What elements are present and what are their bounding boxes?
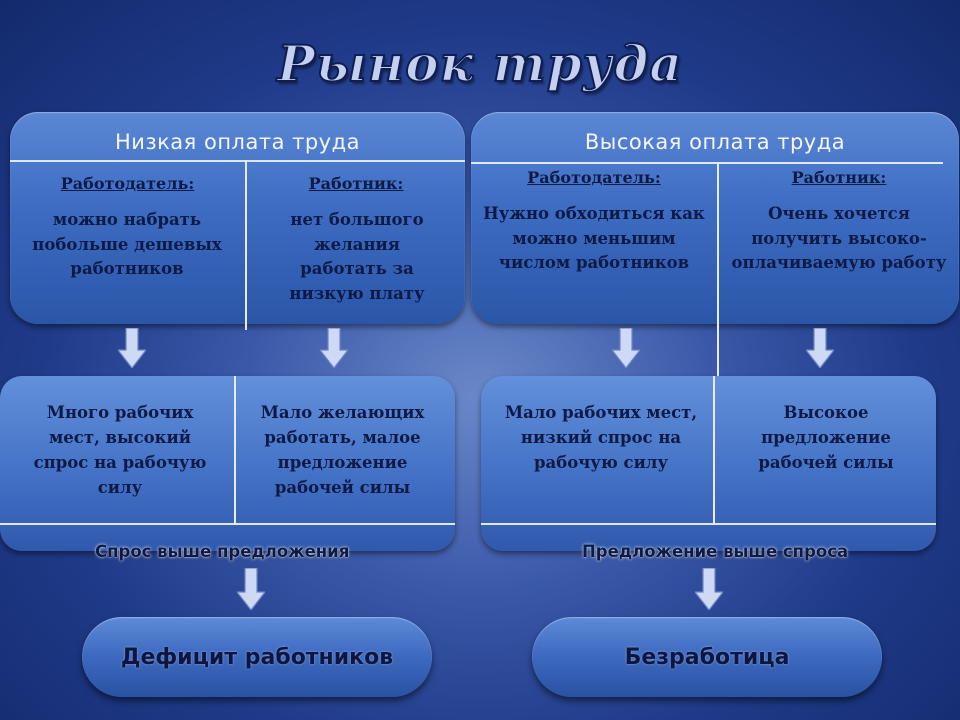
right-result-employer: Мало рабочих мест, низкий спрос на рабоч… bbox=[504, 403, 698, 472]
slide-title: Рынок труда bbox=[276, 33, 683, 94]
left-worker-label: Работник: bbox=[308, 174, 404, 193]
right-worker-label: Работник: bbox=[791, 168, 887, 187]
right-top-panel: Высокая оплата труда Работодатель: Нужно… bbox=[471, 112, 959, 376]
left-employer-text: можно набрать побольше дешевых работнико… bbox=[32, 210, 222, 278]
right-lower-panel: Мало рабочих мест, низкий спрос на рабоч… bbox=[481, 376, 936, 551]
left-column-divider bbox=[245, 162, 247, 330]
down-arrow-icon bbox=[118, 328, 146, 368]
left-conclusion: Спрос выше предложения bbox=[95, 542, 350, 561]
right-employer-label: Работодатель: bbox=[527, 168, 661, 187]
left-result-employer: Много рабочих мест, высокий спрос на раб… bbox=[33, 403, 207, 497]
down-arrow-icon bbox=[612, 328, 640, 368]
left-lower-panel: Много рабочих мест, высокий спрос на раб… bbox=[0, 376, 455, 551]
down-arrow-icon bbox=[806, 328, 834, 368]
right-conclusion: Предложение выше спроса bbox=[582, 542, 849, 561]
right-employer-text: Нужно обходиться как можно меньшим число… bbox=[483, 204, 705, 272]
right-result-worker: Высокое предложение рабочей силы bbox=[758, 403, 894, 472]
left-result-worker: Мало желающих работать, малое предложени… bbox=[260, 403, 425, 497]
left-worker-text: нет большого желания работать за низкую … bbox=[289, 210, 425, 303]
left-lower-divider bbox=[234, 376, 236, 523]
left-lower-bottom-line bbox=[0, 523, 455, 525]
right-lower-bottom-line bbox=[481, 523, 936, 525]
right-column-divider bbox=[717, 164, 719, 376]
right-panel-header: Высокая оплата труда bbox=[584, 130, 846, 154]
right-header-divider bbox=[471, 162, 943, 164]
down-arrow-icon bbox=[320, 328, 348, 368]
right-lower-divider bbox=[713, 376, 715, 523]
right-worker-text: Очень хочется получить высоко-оплачиваем… bbox=[731, 204, 947, 272]
down-arrow-icon bbox=[237, 568, 265, 610]
down-arrow-icon bbox=[695, 568, 723, 610]
left-top-panel: Низкая оплата труда Работодатель: можно … bbox=[10, 112, 465, 330]
left-panel-header: Низкая оплата труда bbox=[115, 130, 360, 154]
right-outcome: Безработица bbox=[532, 617, 882, 697]
left-header-divider bbox=[10, 160, 465, 162]
left-outcome: Дефицит работников bbox=[82, 617, 432, 697]
left-employer-label: Работодатель: bbox=[60, 174, 195, 193]
